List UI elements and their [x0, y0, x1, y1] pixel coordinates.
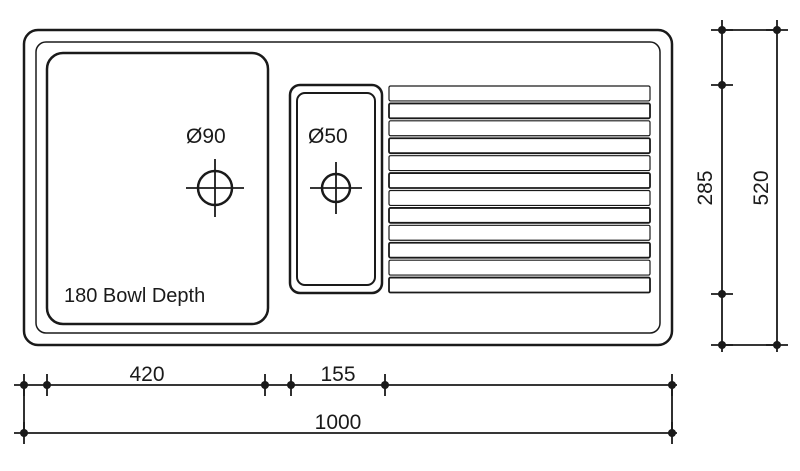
half-bowl-hole-label: Ø50	[308, 125, 348, 148]
dim-overall-width: 1000	[315, 411, 362, 434]
dimension-lines	[14, 20, 788, 444]
bowl-depth-label: 180 Bowl Depth	[64, 285, 205, 307]
dimension-dot	[381, 381, 389, 389]
dim-half-bowl-width: 155	[320, 363, 355, 386]
dim-main-bowl-width: 420	[129, 363, 164, 386]
dimension-dot	[261, 381, 269, 389]
drainer-rib	[388, 120, 651, 137]
drainer-rib	[388, 102, 651, 120]
drainer-ribs	[388, 85, 651, 294]
dimension-dot	[718, 290, 726, 298]
dimension-dot	[287, 381, 295, 389]
drainer-rib	[388, 259, 651, 276]
dim-overall-depth: 520	[750, 170, 773, 205]
drainer-rib	[388, 172, 651, 189]
drainer-rib	[388, 155, 651, 172]
main-bowl	[45, 51, 270, 326]
sink-outer-edge	[22, 28, 674, 347]
half-bowl-inner	[296, 92, 376, 286]
drainer-rib	[388, 276, 651, 294]
drainer-rib	[388, 224, 651, 241]
half-bowl-outer	[288, 83, 384, 295]
drainer-rib	[388, 85, 651, 102]
main-bowl-waste	[186, 159, 244, 217]
dim-bowl-length: 285	[694, 170, 717, 205]
half-bowl-waste	[310, 162, 362, 214]
dimension-dot	[718, 81, 726, 89]
sink-body	[22, 28, 674, 347]
drainer-rib	[388, 241, 651, 259]
drainer-rib	[388, 189, 651, 207]
sink-inner-edge	[35, 41, 661, 334]
drainer-rib	[388, 137, 651, 155]
drainer-rib	[388, 207, 651, 224]
dimension-dot	[43, 381, 51, 389]
main-bowl-hole-label: Ø90	[186, 125, 226, 148]
